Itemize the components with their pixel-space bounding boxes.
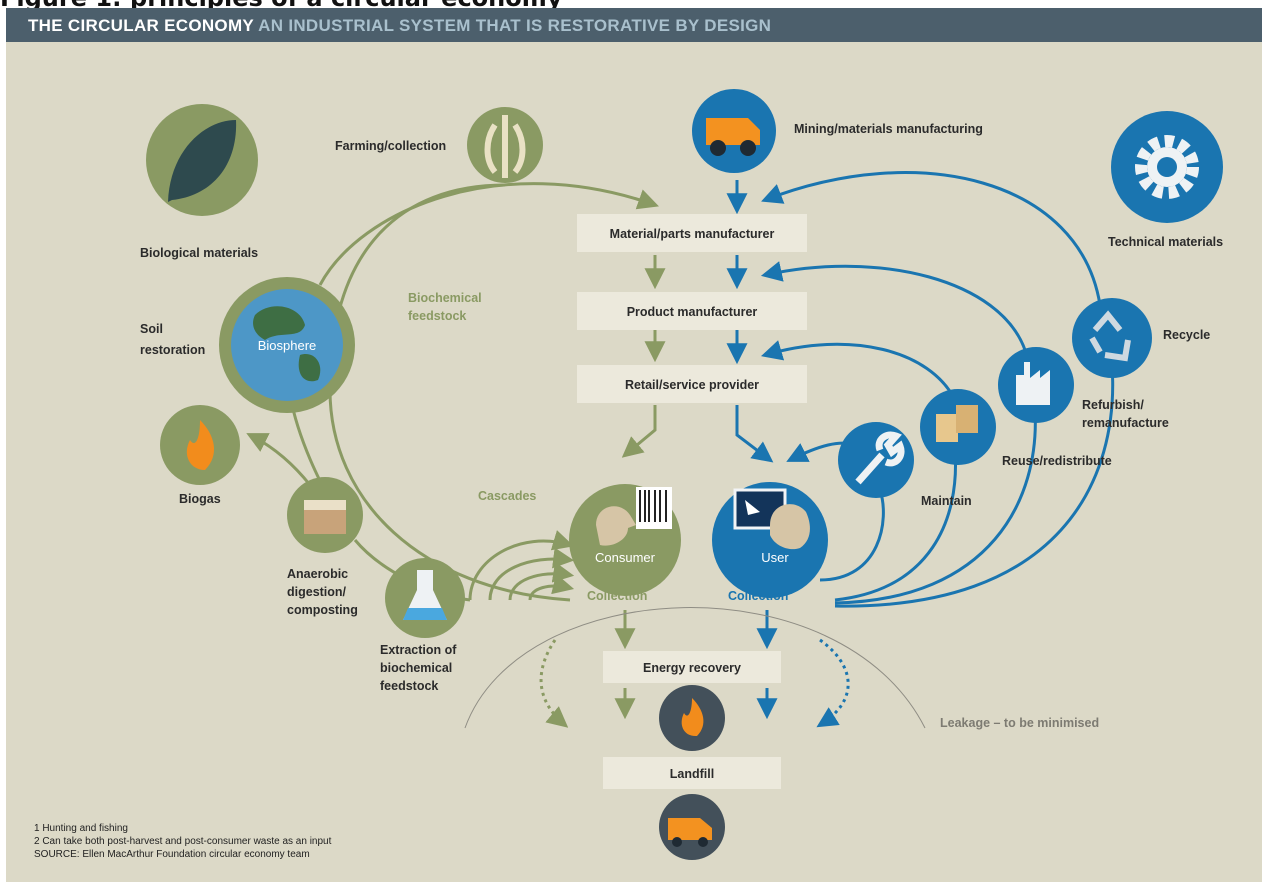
retail-box — [577, 365, 807, 403]
reuse-label: Reuse/redistribute — [1002, 454, 1112, 468]
header-bar: THE CIRCULAR ECONOMY AN INDUSTRIAL SYSTE… — [6, 8, 1262, 42]
green-down-3 — [621, 405, 657, 458]
header-title-bold: THE CIRCULAR ECONOMY — [28, 16, 254, 35]
farming-label: Farming/collection — [335, 139, 446, 153]
biological-nodes: Biosphere Consumer — [146, 104, 681, 638]
leakage-label: Leakage – to be minimised — [940, 716, 1099, 730]
blue-down-3 — [735, 405, 774, 463]
cascade-2 — [488, 547, 575, 601]
flask-icon — [403, 570, 447, 620]
reuse-node — [920, 389, 996, 465]
footnote-1: 1 Hunting and fishing — [34, 823, 128, 834]
technical-flows — [726, 171, 1115, 728]
anaerobic-label-3: composting — [287, 603, 358, 617]
landfill-node — [659, 794, 725, 860]
leaf-icon — [168, 120, 237, 202]
refurbish-label-2: remanufacture — [1082, 416, 1169, 430]
mining-label: Mining/materials manufacturing — [794, 122, 983, 136]
maintain-label: Maintain — [921, 494, 972, 508]
consumer-label: Consumer — [595, 550, 656, 565]
mining-node — [692, 89, 776, 173]
biochemical-label-1: Biochemical — [408, 291, 482, 305]
anaerobic-node — [287, 477, 363, 553]
diagram-labels: Farming/collection Mining/materials manu… — [34, 122, 1223, 860]
material-parts-box — [577, 214, 807, 252]
material-parts-label: Material/parts manufacturer — [610, 227, 775, 241]
factory-icon — [1016, 362, 1050, 405]
recycle-node — [1072, 298, 1152, 378]
collection-bio-label: Collection — [587, 589, 647, 603]
blue-dotted-leak — [816, 638, 850, 728]
flame-icon — [186, 420, 215, 470]
soil-label-1: Soil — [140, 322, 163, 336]
energy-label: Energy recovery — [643, 661, 741, 675]
wrench-icon — [855, 431, 905, 485]
bio-materials-label: Biological materials — [140, 246, 258, 260]
recycle-loop — [761, 171, 1102, 306]
wheat-fish-icon — [484, 115, 526, 178]
footnote-source: SOURCE: Ellen MacArthur Foundation circu… — [34, 849, 310, 860]
product-label: Product manufacturer — [627, 305, 758, 319]
extraction-label-3: feedstock — [380, 679, 438, 693]
header-title-rest: AN INDUSTRIAL SYSTEM THAT IS RESTORATIVE… — [258, 16, 772, 35]
collection-tech-label: Collection — [728, 589, 788, 603]
truck-icon — [706, 118, 760, 145]
maintain-node — [838, 422, 914, 498]
reuse-loop — [760, 340, 957, 401]
user-label: User — [761, 550, 789, 565]
boxes-icon — [936, 414, 958, 442]
anaerobic-to-biogas-arrow — [246, 433, 312, 486]
refurbish-node — [998, 347, 1074, 423]
recycle-label: Recycle — [1163, 328, 1210, 342]
collection-to-recycle — [834, 364, 1115, 608]
user-head-icon — [770, 504, 810, 550]
energy-flame-icon — [681, 698, 704, 737]
cascade-4 — [528, 573, 575, 601]
product-box — [577, 292, 807, 330]
landfill-box — [603, 757, 781, 789]
user-to-maintain-return — [819, 489, 885, 582]
energy-node — [659, 685, 725, 751]
farming-node — [467, 107, 543, 183]
biogas-label: Biogas — [179, 492, 221, 506]
anaerobic-label-1: Anaerobic — [287, 567, 348, 581]
extraction-node — [385, 558, 465, 638]
biogas-node — [160, 405, 240, 485]
gear-icon — [1135, 135, 1199, 199]
extraction-label-2: biochemical — [380, 661, 452, 675]
retail-label: Retail/service provider — [625, 378, 759, 392]
user-node: User — [712, 482, 828, 598]
header-title: THE CIRCULAR ECONOMY AN INDUSTRIAL SYSTE… — [28, 16, 771, 36]
technical-nodes: User — [659, 89, 1223, 860]
biochemical-label-2: feedstock — [408, 309, 466, 323]
soil-label-2: restoration — [140, 343, 205, 357]
biosphere-node: Biosphere — [219, 277, 355, 413]
biochemical-loop-arrow — [328, 183, 571, 602]
leakage-arc — [464, 607, 926, 729]
technical-materials-node — [1111, 111, 1223, 223]
footnote-2: 2 Can take both post-harvest and post-co… — [34, 836, 332, 847]
person-head-icon — [596, 506, 636, 546]
consumer-node: Consumer — [569, 484, 681, 596]
energy-box — [603, 651, 781, 683]
refurbish-loop — [760, 261, 1027, 351]
recycle-icon — [1089, 310, 1131, 362]
collection-to-reuse — [834, 449, 958, 602]
dump-truck-icon — [668, 818, 712, 840]
biological-materials-node — [146, 104, 258, 216]
tech-materials-label: Technical materials — [1108, 235, 1223, 249]
green-dotted-leak — [539, 639, 569, 728]
collection-to-refurbish — [834, 409, 1037, 605]
cascades-label: Cascades — [478, 489, 536, 503]
landfill-label: Landfill — [670, 767, 714, 781]
extraction-label-1: Extraction of — [380, 643, 457, 657]
farming-to-manufacturer-arrow — [318, 182, 659, 286]
process-boxes: Material/parts manufacturer Product manu… — [577, 214, 807, 789]
biosphere-label: Biosphere — [258, 338, 317, 353]
cascade-1 — [468, 530, 575, 601]
anaerobic-label-2: digestion/ — [287, 585, 347, 599]
refurbish-label-1: Refurbish/ — [1082, 398, 1144, 412]
